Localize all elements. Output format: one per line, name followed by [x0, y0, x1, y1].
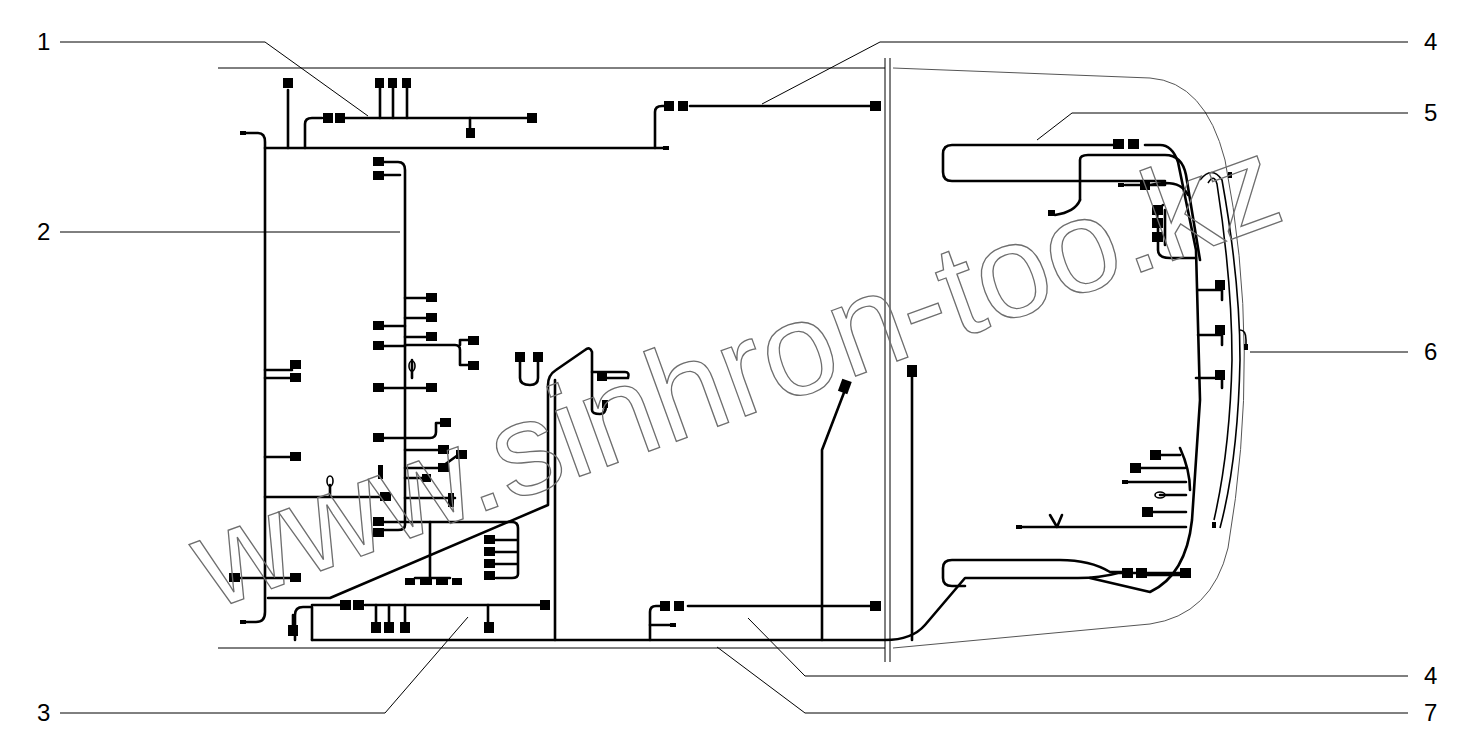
callout-number: 4 — [1424, 29, 1437, 55]
callout-number: 7 — [1424, 700, 1437, 726]
watermark: www.sinhron-too.kz — [173, 111, 1296, 634]
callout-number: 5 — [1424, 100, 1437, 126]
callout-number: 2 — [37, 219, 50, 245]
callout-number: 4 — [1424, 663, 1437, 689]
callout-number: 1 — [37, 29, 50, 55]
callout-number: 3 — [37, 700, 50, 726]
callout-number: 6 — [1424, 339, 1437, 365]
